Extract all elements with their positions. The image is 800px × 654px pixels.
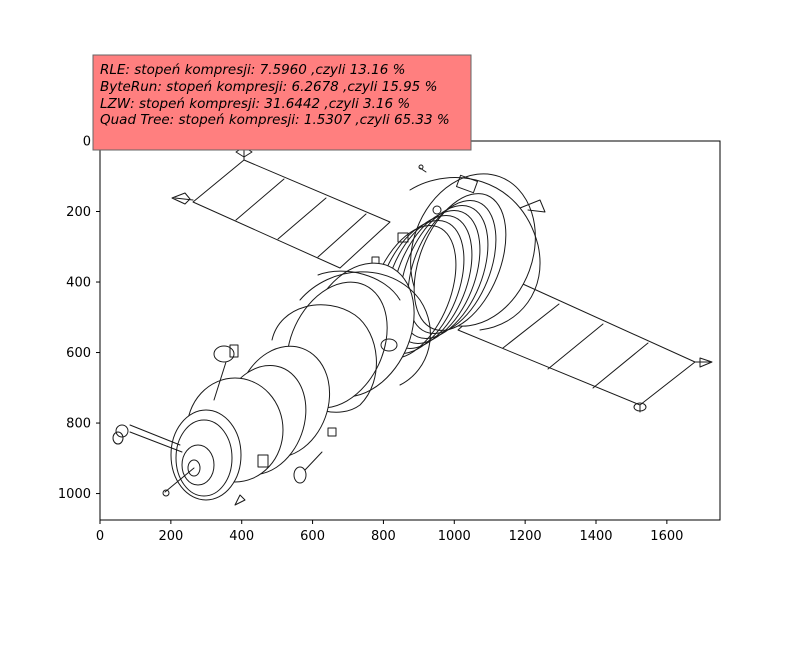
annotation-line: LZW: stopeń kompresji: 31.6442 ,czyli 3.…: [100, 96, 410, 112]
satellite-image: [112, 146, 713, 506]
x-tick-label: 200: [158, 529, 183, 544]
annotation-box: RLE: stopeń kompresji: 7.5960 ,czyli 13.…: [92, 54, 472, 151]
x-tick-label: 1200: [509, 529, 542, 544]
y-tick-label: 400: [66, 276, 91, 291]
annotation-line: RLE: stopeń kompresji: 7.5960 ,czyli 13.…: [100, 62, 405, 78]
y-tick-label: 800: [66, 417, 91, 432]
x-tick-label: 0: [96, 529, 104, 544]
x-tick-label: 400: [229, 529, 254, 544]
x-tick-label: 800: [371, 529, 396, 544]
y-axis: 0 200 400 600 800 1000: [58, 135, 100, 502]
instrument-module: [367, 164, 546, 359]
x-tick-label: 1400: [579, 529, 612, 544]
y-tick-label: 200: [66, 205, 91, 220]
x-tick-label: 1000: [438, 529, 471, 544]
left-solar-panel: [171, 146, 391, 269]
y-tick-label: 0: [83, 135, 91, 150]
y-tick-label: 1000: [58, 487, 91, 502]
y-tick-label: 600: [66, 346, 91, 361]
x-tick-label: 1600: [650, 529, 683, 544]
annotation-line: Quad Tree: stopeń kompresji: 1.5307 ,czy…: [100, 112, 450, 128]
x-axis: 0 200 400 600 800 1000 1200 1400 1600: [96, 520, 683, 544]
x-tick-label: 600: [300, 529, 325, 544]
orbital-module: [112, 344, 337, 506]
annotation-background: [92, 54, 472, 151]
descent-module: [271, 262, 431, 413]
annotation-line: ByteRun: stopeń kompresji: 6.2678 ,czyli…: [100, 79, 437, 95]
